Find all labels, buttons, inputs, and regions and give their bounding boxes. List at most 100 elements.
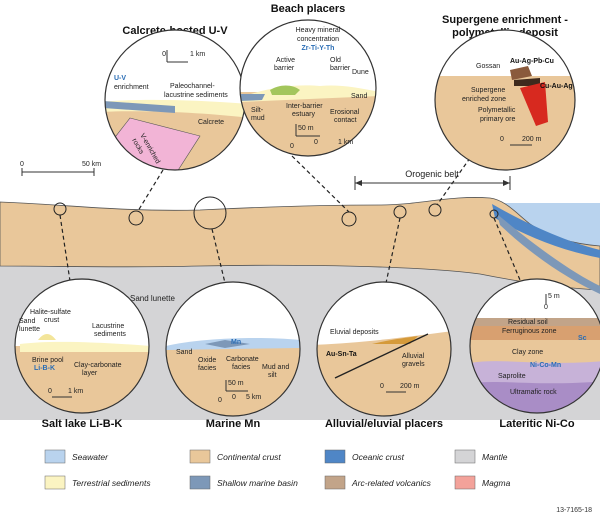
main-scale-km: 50 km (82, 161, 101, 168)
salt-scale-1: 1 km (68, 388, 83, 395)
alluvial-gravels: gravels (402, 361, 425, 368)
marine-mn: Mn (231, 339, 241, 346)
beach-old: Old (330, 57, 341, 64)
beach-scale-0b: 0 (314, 139, 318, 146)
supergene-polymetallic: Polymetallic (478, 107, 516, 114)
calcrete-enrichment: enrichment (114, 84, 149, 91)
salt-lunette: lunette (19, 326, 40, 333)
marine-oxide-facies: facies (198, 365, 217, 372)
legend-swatch-seawater (44, 449, 66, 464)
salt-halite: Halite-sulfate (30, 309, 71, 316)
marine-oxide: Oxide (198, 357, 216, 364)
supergene-gossan: Gossan (476, 63, 500, 70)
marine-title: Marine Mn (206, 418, 261, 430)
salt-scale-0: 0 (48, 388, 52, 395)
marine-scale-5km: 5 km (246, 394, 261, 401)
marine-scale-0a: 0 (218, 397, 222, 404)
beach-zr-ti: Zr-Ti-Y-Th (302, 45, 335, 52)
calcrete-uv: U-V (114, 75, 126, 82)
beach-scale-0a: 0 (290, 143, 294, 150)
supergene-scale-1: 200 m (522, 136, 542, 143)
marker-supergene (428, 203, 442, 217)
saltlake-circle: Halite-sulfate crust Sand lunette Lacust… (14, 278, 150, 430)
beach-heavy-mineral: Heavy mineral (296, 27, 341, 34)
salt-lacustrine: Lacustrine (92, 323, 124, 330)
legend-swatch-shallow (189, 475, 211, 490)
lateritic-saprolite: Saprolite (498, 373, 526, 380)
beach-title: Beach placers (271, 3, 346, 15)
calcrete-lacustrine: lacustrine sediments (164, 92, 228, 99)
legend-label-continental: Continental crust (217, 452, 281, 462)
beach-mud: mud (251, 115, 265, 122)
supergene-circle: Supergene enrichment - polymetallic depo… (434, 14, 576, 171)
salt-clay: Clay-carbonate (74, 362, 122, 369)
beach-sand: Sand (351, 93, 367, 100)
legend-swatch-oceanic (324, 449, 346, 464)
main-scale-zero: 0 (20, 161, 24, 168)
salt-li-b-k: Li-B-K (34, 365, 55, 372)
saltlake-title: Salt lake Li-B-K (42, 418, 123, 430)
subducting-slab (497, 214, 600, 294)
beach-barrier: barrier (274, 65, 295, 72)
calcrete-scale-1: 1 km (190, 51, 205, 58)
legend-label-oceanic: Oceanic crust (352, 452, 405, 462)
supergene-supergene: Supergene (471, 87, 505, 94)
alluvial-alluvial: Alluvial (402, 353, 425, 360)
beach-estuary: estuary (292, 111, 315, 118)
beach-contact: contact (334, 117, 357, 124)
figure-id: 13-7165-18 (556, 507, 592, 514)
marine-silt: silt (268, 372, 277, 379)
beach-erosional: Erosional (330, 109, 360, 116)
marine-scale-0b: 0 (232, 394, 236, 401)
legend-swatch-continental (189, 449, 211, 464)
lateritic-ni-co-mn: Ni-Co-Mn (530, 362, 561, 369)
beach-scale-50m: 50 m (298, 125, 314, 132)
supergene-au-ag-pb: Au-Ag-Pb-Cu (510, 58, 554, 65)
legend-swatch-mantle (454, 449, 476, 464)
salt-sediments: sediments (94, 331, 126, 338)
calcrete-circle: Calcrete-hosted U-V U-V enrichment Paleo… (104, 25, 246, 171)
salt-crust: crust (44, 317, 59, 324)
beach-inter-barrier: Inter-barrier (286, 103, 323, 110)
lateritic-ultramafic: Ultramafic rock (510, 389, 557, 396)
legend-label-arc: Arc-related volcanics (351, 478, 432, 488)
salt-brine-pool: Brine pool (32, 357, 64, 364)
alluvial-eluvial: Eluvial deposits (330, 329, 379, 336)
supergene-primary-ore: primary ore (480, 116, 516, 123)
legend-swatch-terrestrial (44, 475, 66, 490)
marine-carbonate: Carbonate (226, 356, 259, 363)
salt-sand: Sand (19, 318, 35, 325)
lateritic-title: Lateritic Ni-Co (499, 418, 574, 430)
legend-label-seawater: Seawater (72, 452, 109, 462)
beach-active: Active (276, 57, 295, 64)
marker-marine (193, 196, 227, 230)
marine-carbonate-facies: facies (232, 364, 251, 371)
salt-layer: layer (82, 370, 98, 377)
supergene-cu-au: Cu-Au-Ag (540, 83, 573, 90)
sand-lunette-label: Sand lunette (130, 294, 175, 303)
legend: Seawater Continental crust Oceanic crust… (44, 449, 511, 490)
marker-calcrete (128, 210, 144, 226)
beach-circle: Beach placers Heavy mineral concentratio… (239, 3, 377, 157)
alluvial-au-sn-ta: Au-Sn-Ta (326, 351, 357, 358)
beach-scale-1km: 1 km (338, 139, 353, 146)
legend-label-shallow: Shallow marine basin (217, 478, 298, 488)
lateritic-scale-0: 0 (544, 304, 548, 311)
legend-label-terrestrial: Terrestrial sediments (72, 478, 151, 488)
lateritic-sc: Sc (578, 335, 587, 342)
legend-label-mantle: Mantle (482, 452, 508, 462)
beach-silt: Silt- (251, 107, 264, 114)
supergene-title: Supergene enrichment - (442, 14, 568, 26)
connector-lines (59, 155, 521, 284)
calcrete-scale-0: 0 (162, 51, 166, 58)
marine-sand: Sand (176, 349, 192, 356)
calcrete-calcrete: Calcrete (198, 119, 224, 126)
legend-label-magma: Magma (482, 478, 511, 488)
alluvial-scale-1: 200 m (400, 383, 420, 390)
legend-swatch-magma (454, 475, 476, 490)
alluvial-scale-0: 0 (380, 383, 384, 390)
lateritic-scale-5m: 5 m (548, 293, 560, 300)
beach-barrier-old: barrier (330, 65, 351, 72)
supergene-zone: enriched zone (462, 96, 506, 103)
